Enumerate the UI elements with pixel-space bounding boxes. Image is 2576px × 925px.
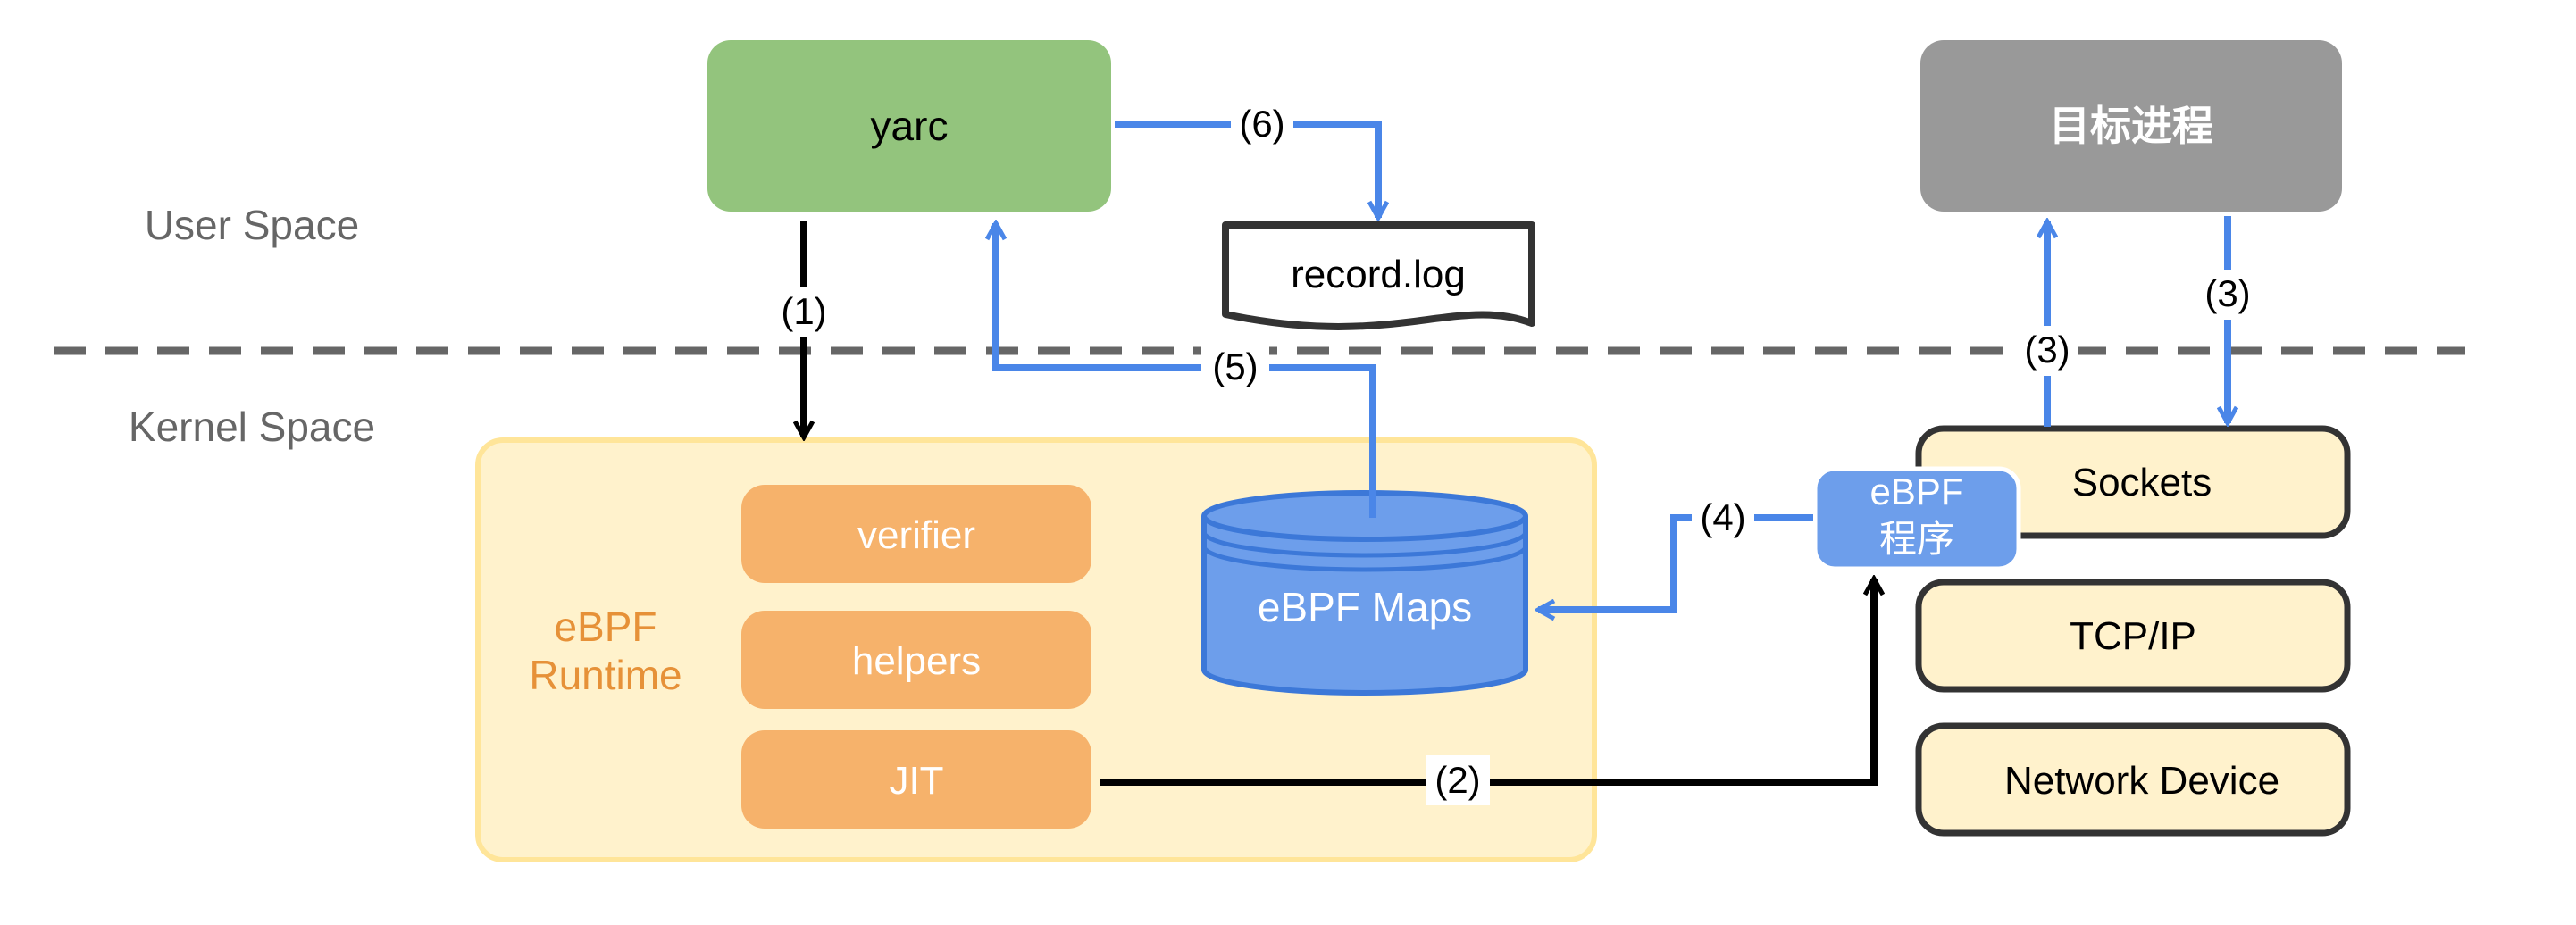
edge-3-down-label: (3) [2204,272,2250,314]
edge-6-label: (6) [1239,103,1284,145]
helpers-box [741,611,1091,709]
edge-3-up-label-bg [2017,326,2078,376]
ebpf-program-label-line1: eBPF [1869,471,1963,512]
target-process-label: 目标进程 [2049,103,2213,149]
ebpf-runtime-label-line1: eBPF [554,604,657,650]
jit-box [741,730,1091,829]
network-device-label: Network Device [2004,759,2279,803]
edge-4-label-bg [1692,493,1754,543]
record-log-label: record.log [1291,253,1466,296]
edge-2-label-bg [1426,755,1490,805]
ebpf-maps-store [1201,490,1528,696]
ebpf-program-label-line2: 程序 [1879,518,1954,560]
tcpip-label: TCP/IP [2070,614,2196,658]
yarc-box [707,40,1111,212]
helpers-label: helpers [852,639,981,683]
edge-6-label-bg [1231,100,1293,150]
edge-5-label-bg [1201,343,1269,393]
edge-1-label: (1) [781,290,826,332]
edge-2-label: (2) [1434,759,1480,801]
ebpf-program-box [1812,466,2021,571]
edge-6-arrow [1115,121,1378,218]
ebpf-runtime-label-line2: Runtime [529,652,682,698]
kernel-space-label: Kernel Space [129,404,375,450]
edge-5-arrow [996,223,1376,518]
record-log-document [1222,221,1535,330]
tcpip-box [1915,579,2351,693]
edge-3-up-label: (3) [2024,329,2070,371]
yarc-label: yarc [871,103,949,149]
jit-label: JIT [889,759,943,803]
user-space-label: User Space [145,202,359,248]
edge-1-label-bg [775,288,832,338]
edge-3-down-label-bg [2197,270,2258,320]
verifier-box [741,485,1091,583]
target-process-box [1920,40,2342,212]
edge-4-label: (4) [1700,496,1745,538]
network-device-box [1915,722,2351,837]
edge-5-label: (5) [1212,346,1258,388]
ebpf-maps-label: eBPF Maps [1258,584,1472,630]
sockets-label: Sockets [2072,461,2212,504]
edge-2-arrow [1100,579,1874,786]
verifier-label: verifier [857,513,975,557]
